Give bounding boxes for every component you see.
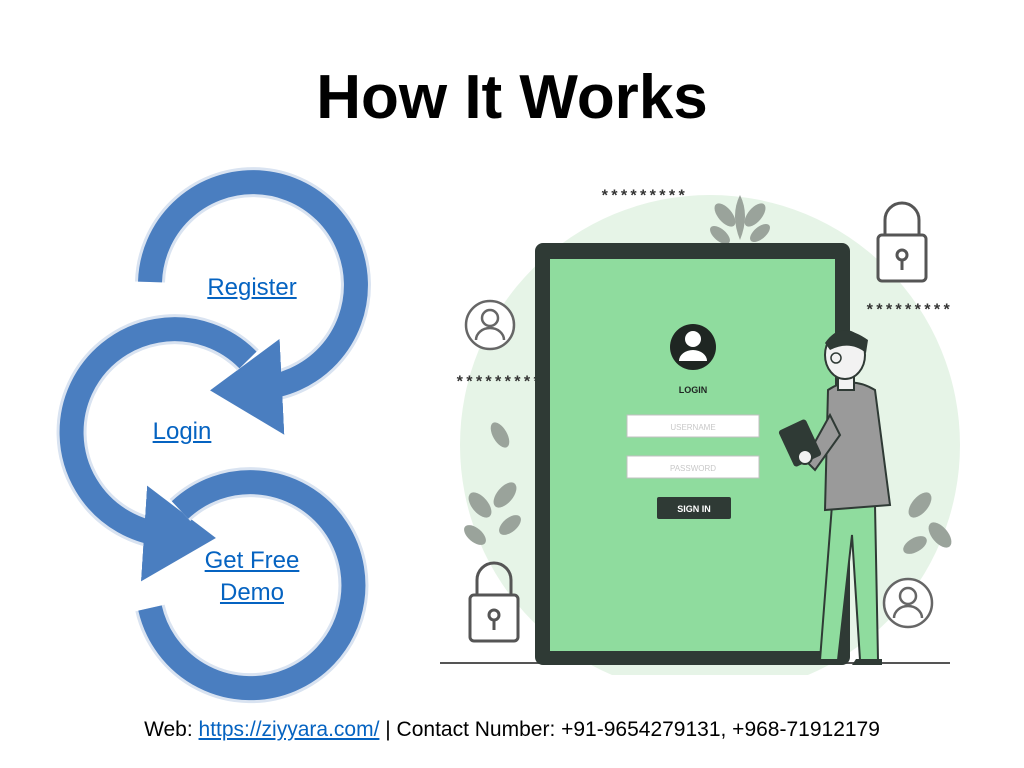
footer: Web: https://ziyyara.com/ | Contact Numb… <box>0 718 1024 742</box>
person-figure <box>778 330 892 665</box>
demo-cycle-arrow <box>135 467 369 704</box>
get-free-demo-link[interactable]: Get Free Demo <box>190 545 314 609</box>
leaf-decoration-top <box>710 195 770 244</box>
footer-web-prefix: Web: <box>144 718 199 741</box>
login-illustration: ********* ********* ********* LOGIN USER… <box>440 188 960 675</box>
get-free-demo-line1: Get Free <box>204 547 300 574</box>
username-placeholder: USERNAME <box>670 423 715 432</box>
signin-button[interactable] <box>657 497 731 519</box>
password-field[interactable] <box>626 455 760 479</box>
masked-text-left: ********* <box>455 374 541 392</box>
get-free-demo-line2: Demo <box>219 579 285 606</box>
masked-text-right: ********* <box>865 302 951 320</box>
signin-label: SIGN IN <box>677 504 711 514</box>
register-link[interactable]: Register <box>207 274 297 301</box>
user-icon-left <box>464 299 516 351</box>
login-cycle-arrow <box>56 314 259 582</box>
footer-contact-text: | Contact Number: +91-9654279131, +968-7… <box>379 718 880 741</box>
leaf-decoration-right <box>903 492 952 554</box>
user-icon-right <box>882 577 934 629</box>
masked-text-top: ********* <box>600 188 686 206</box>
login-link[interactable]: Login <box>152 418 212 445</box>
avatar-icon <box>670 324 716 370</box>
lock-icon-bottom-left <box>468 561 520 643</box>
password-placeholder: PASSWORD <box>670 464 716 473</box>
slide-title: How It Works <box>316 63 708 132</box>
website-link[interactable]: https://ziyyara.com/ <box>198 718 380 741</box>
leaf-decoration-left <box>464 422 521 545</box>
lock-icon-top-right <box>876 201 928 283</box>
register-cycle-arrow <box>135 167 371 435</box>
login-heading: LOGIN <box>679 385 708 395</box>
username-field[interactable] <box>626 414 760 438</box>
